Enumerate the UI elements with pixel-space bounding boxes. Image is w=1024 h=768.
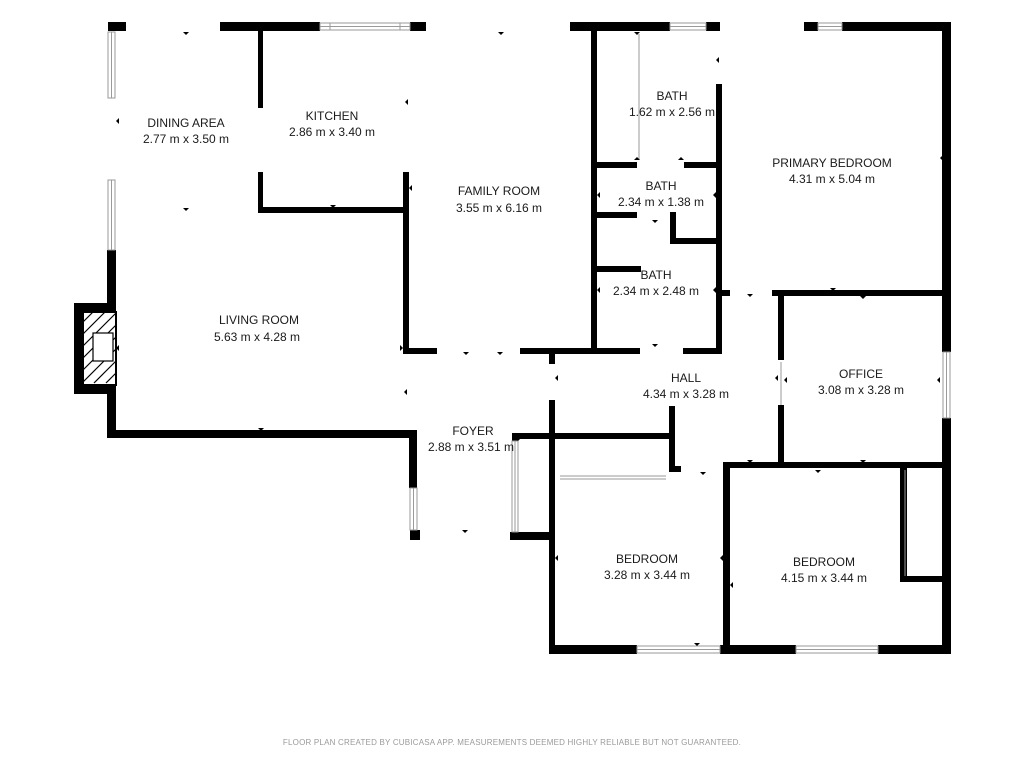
wall (108, 22, 126, 31)
room-dims-bath-3: 2.34 m x 2.48 m (613, 284, 699, 298)
wall (74, 385, 116, 394)
wall (900, 576, 950, 582)
room-name-bedroom-2: BEDROOM (793, 555, 855, 569)
wall (723, 462, 730, 654)
wall (107, 430, 417, 438)
wall (842, 22, 950, 31)
wall (683, 348, 721, 354)
wall (878, 645, 951, 654)
room-name-bath-3: BATH (640, 268, 671, 282)
wall (74, 303, 116, 312)
room-name-dining-area: DINING AREA (147, 116, 224, 130)
wall (942, 22, 951, 352)
room-name-bedroom-1: BEDROOM (616, 552, 678, 566)
room-name-office: OFFICE (839, 367, 883, 381)
room-dims-office: 3.08 m x 3.28 m (818, 383, 904, 397)
wall (670, 238, 720, 244)
wall (804, 22, 818, 31)
wall (669, 466, 681, 472)
wall (220, 22, 320, 31)
walls (74, 22, 951, 654)
wall (778, 405, 784, 467)
wall (512, 433, 518, 441)
room-labels: DINING AREA 2.77 m x 3.50 m KITCHEN 2.86… (143, 89, 904, 585)
wall (716, 84, 722, 354)
room-dims-kitchen: 2.86 m x 3.40 m (289, 125, 375, 139)
room-dims-primary-bedroom: 4.31 m x 5.04 m (789, 172, 875, 186)
tick-markers (116, 32, 943, 646)
wall (942, 418, 951, 654)
wall (409, 430, 417, 488)
wall (512, 433, 672, 439)
room-dims-dining-area: 2.77 m x 3.50 m (143, 132, 229, 146)
wall (591, 28, 597, 354)
wall (74, 303, 83, 393)
room-name-foyer: FOYER (452, 424, 494, 438)
room-dims-bedroom-2: 4.15 m x 3.44 m (781, 571, 867, 585)
wall (720, 290, 730, 296)
wall (258, 28, 263, 108)
room-name-kitchen: KITCHEN (306, 109, 359, 123)
room-dims-bath-2: 2.34 m x 1.38 m (618, 195, 704, 209)
wall (403, 348, 437, 354)
windows (107, 22, 951, 654)
room-dims-foyer: 2.88 m x 3.51 m (428, 440, 514, 454)
openings (560, 34, 906, 576)
wall (723, 462, 783, 468)
wall (706, 22, 720, 31)
room-dims-living-room: 5.63 m x 4.28 m (214, 330, 300, 344)
wall (778, 462, 950, 468)
wall (510, 532, 554, 540)
wall (720, 645, 796, 654)
room-dims-bath-1: 1.62 m x 2.56 m (629, 105, 715, 119)
wall (549, 350, 555, 364)
wall (520, 348, 640, 354)
room-dims-bedroom-1: 3.28 m x 3.44 m (604, 568, 690, 582)
wall (591, 266, 641, 272)
room-name-bath-2: BATH (645, 179, 676, 193)
room-name-bath-1: BATH (656, 89, 687, 103)
wall (900, 466, 907, 582)
footer-disclaimer: FLOOR PLAN CREATED BY CUBICASA APP. MEAS… (283, 738, 741, 747)
wall (549, 400, 555, 654)
room-name-hall: HALL (671, 371, 701, 385)
room-name-living-room: LIVING ROOM (219, 313, 299, 327)
room-name-family-room: FAMILY ROOM (458, 184, 540, 198)
wall (669, 406, 675, 472)
wall (591, 212, 637, 218)
room-dims-hall: 4.34 m x 3.28 m (643, 387, 729, 401)
wall (549, 645, 637, 654)
wall (570, 22, 670, 31)
wall (410, 530, 420, 540)
wall (258, 207, 408, 213)
wall (778, 290, 784, 360)
wall (403, 172, 409, 354)
wall (684, 162, 722, 168)
wall (410, 22, 426, 31)
fireplace (82, 311, 117, 386)
wall (258, 172, 263, 212)
wall (591, 162, 637, 168)
room-dims-family-room: 3.55 m x 6.16 m (456, 201, 542, 215)
wall (772, 290, 950, 296)
room-name-primary-bedroom: PRIMARY BEDROOM (772, 156, 892, 170)
wall (670, 212, 676, 242)
